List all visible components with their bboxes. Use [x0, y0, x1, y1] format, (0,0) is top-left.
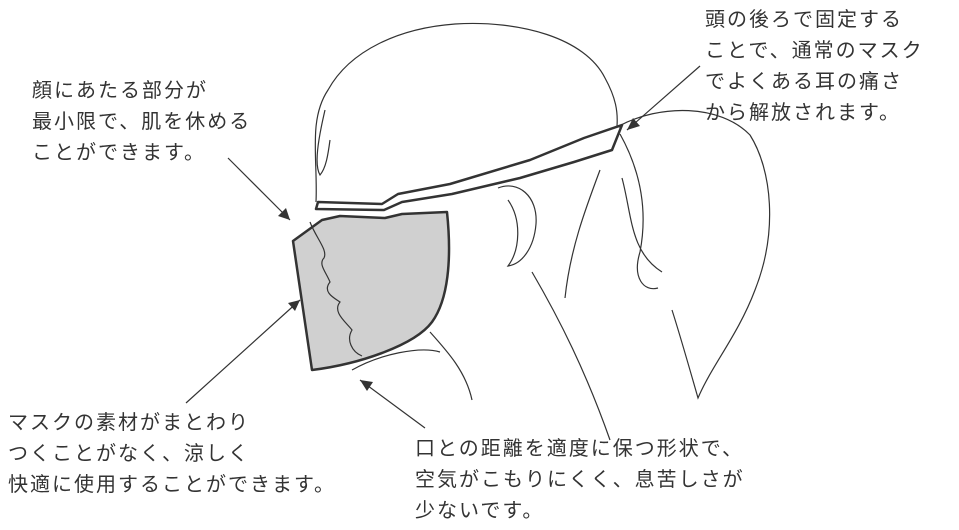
callout-material: マスクの素材がまとわり つくことがなく、涼しく 快適に使用することができます。	[8, 407, 336, 500]
pointer-back-of-head	[626, 65, 701, 131]
ear	[497, 185, 537, 267]
pointer-material	[185, 299, 301, 404]
callout-line: 頭の後ろで固定する	[705, 7, 903, 31]
callout-mouth-distance: 口との距離を適度に保つ形状で、 空気がこもりにくく、息苦しさが 少ないです。	[415, 433, 745, 526]
callout-line: 顔にあたる部分が	[32, 78, 208, 102]
callout-line: 快適に使用することができます。	[8, 472, 336, 496]
ponytail-outline	[618, 109, 771, 400]
callout-line: 口との距離を適度に保つ形状で、	[415, 436, 744, 460]
head-strap	[314, 123, 624, 212]
callout-line: ことで、通常のマスク	[705, 38, 924, 62]
pointer-mouth-distance	[359, 379, 426, 429]
callout-line: ことができます。	[32, 140, 206, 164]
ponytail-strands	[564, 133, 663, 299]
mask-body	[291, 210, 451, 372]
face-profile	[309, 221, 363, 357]
callout-line: 少ないです。	[415, 498, 545, 522]
callout-line: つくことがなく、涼しく	[8, 441, 250, 465]
hair-front-strand	[316, 109, 331, 177]
callout-line: でよくある耳の痛さ	[705, 69, 903, 93]
callout-line: 最小限で、肌を休める	[32, 109, 252, 133]
head-outline	[314, 22, 618, 203]
callout-line: 空気がこもりにくく、息苦しさが	[415, 467, 745, 491]
pointer-face-contact	[227, 157, 291, 221]
neck-outline	[429, 271, 611, 441]
callout-back-of-head: 頭の後ろで固定する ことで、通常のマスク でよくある耳の痛さ から解放されます。	[705, 4, 924, 128]
callout-line: マスクの素材がまとわり	[8, 410, 250, 434]
callout-face-contact: 顔にあたる部分が 最小限で、肌を休める ことができます。	[32, 75, 251, 168]
callout-line: から解放されます。	[705, 100, 901, 124]
neck-line	[351, 349, 441, 371]
